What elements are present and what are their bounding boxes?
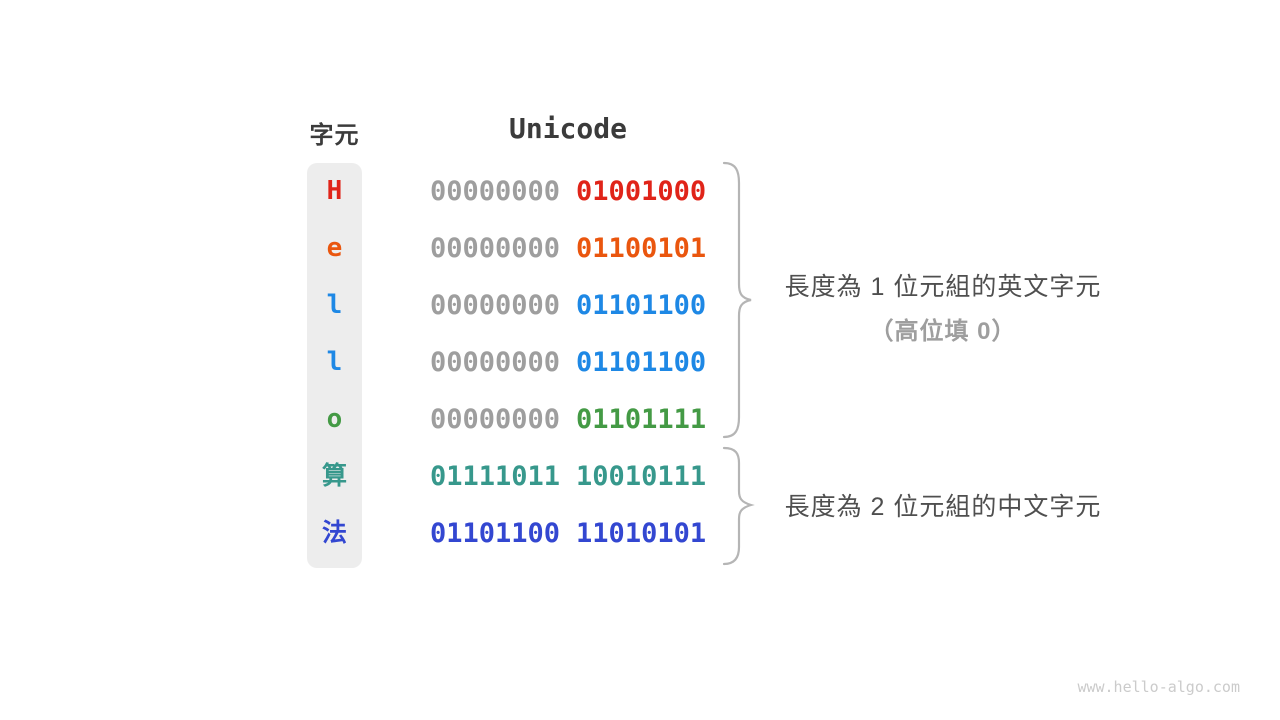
table-row: l 00000000 01101100 [0,334,1280,391]
high-byte: 00000000 [430,176,561,207]
table-row: o 00000000 01101111 [0,391,1280,448]
char-cell: H [326,176,343,206]
high-byte: 01101100 [430,518,561,549]
low-byte: 11010101 [576,518,707,549]
char-column-background [307,163,362,568]
char-cell: l [326,347,343,377]
table-row: e 00000000 01100101 [0,220,1280,277]
high-byte: 00000000 [430,404,561,435]
low-byte: 01101100 [576,347,707,378]
high-byte: 00000000 [430,290,561,321]
low-byte: 01101111 [576,404,707,435]
high-byte: 01111011 [430,461,561,492]
high-byte: 00000000 [430,347,561,378]
watermark: www.hello-algo.com [1077,678,1240,696]
char-cell: 算 [321,462,347,490]
table-row: 法 01101100 11010101 [0,505,1280,562]
unicode-bytes: 00000000 01100101 [430,220,706,277]
low-byte: 01001000 [576,176,707,207]
low-byte: 10010111 [576,461,707,492]
char-column-header: 字元 [309,122,360,149]
low-byte: 01100101 [576,233,707,264]
unicode-bytes: 00000000 01001000 [430,163,706,220]
high-byte: 00000000 [430,233,561,264]
char-cell: l [326,290,343,320]
unicode-column-header: Unicode [508,112,627,145]
unicode-bytes: 00000000 01101111 [430,391,706,448]
unicode-bytes: 00000000 01101100 [430,277,706,334]
low-byte: 01101100 [576,290,707,321]
table-row: l 00000000 01101100 [0,277,1280,334]
brace-english-group-icon [722,161,752,439]
unicode-bytes: 01111011 10010111 [430,448,706,505]
unicode-bytes: 00000000 01101100 [430,334,706,391]
table-row: H 00000000 01001000 [0,163,1280,220]
annotation-line: 長度為 2 位元組的中文字元 [784,493,1102,521]
char-cell: e [326,233,343,263]
english-group-annotation: 長度為 1 位元組的英文字元 （高位填 0） [768,267,1118,346]
unicode-bytes: 01101100 11010101 [430,505,706,562]
char-cell: o [326,404,343,434]
annotation-line-muted: （高位填 0） [869,318,1017,345]
table-row: 算 01111011 10010111 [0,448,1280,505]
chinese-group-annotation: 長度為 2 位元組的中文字元 [768,487,1118,523]
annotation-line: 長度為 1 位元組的英文字元 [784,273,1102,301]
brace-chinese-group-icon [722,446,755,566]
char-cell: 法 [321,519,347,547]
